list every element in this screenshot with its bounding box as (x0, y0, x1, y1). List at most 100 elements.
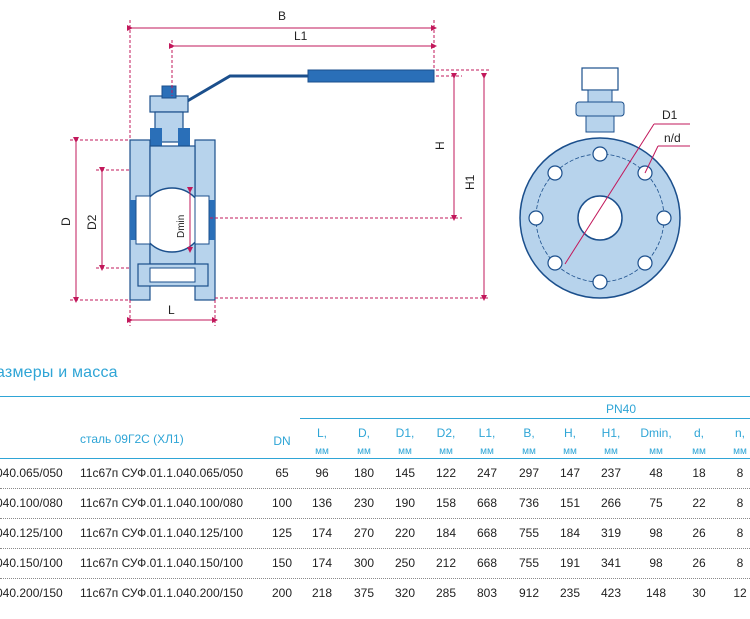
cell-h1: 266 (600, 496, 622, 510)
cell-d2: 212 (435, 556, 457, 570)
column-header-label: B, (523, 426, 535, 440)
column-header-label: H, (564, 426, 576, 440)
cell-l: 218 (311, 586, 333, 600)
column-header-label: d, (693, 426, 704, 440)
label-L: L (168, 303, 175, 317)
cell-l1: 247 (476, 466, 498, 480)
cell-b: 736 (518, 496, 540, 510)
column-header-d2: D2,мм (424, 426, 468, 457)
cell-d1: 320 (394, 586, 416, 600)
cell-d2: 285 (435, 586, 457, 600)
column-header-label: H1, (601, 426, 621, 440)
row-code: 040.200/150 (0, 586, 63, 600)
label-L1: L1 (294, 29, 308, 43)
column-header-label: DN (273, 434, 291, 448)
label-H: H (433, 141, 447, 150)
cell-d2: 122 (435, 466, 457, 480)
label-H1: H1 (463, 174, 477, 190)
column-header-unit: мм (522, 446, 536, 457)
table-top-rule (0, 396, 750, 397)
column-header-b: B, мм (507, 426, 551, 457)
cell-d: 30 (692, 586, 706, 600)
column-header-label: D1, (395, 426, 415, 440)
cell-h1: 319 (600, 526, 622, 540)
row-code: 040.065/050 (0, 466, 63, 480)
column-header-h1: H1, мм (589, 426, 633, 457)
row-model: 11с67п СУФ.01.1.040.200/150 (80, 586, 244, 600)
column-header-dn: DN (260, 434, 304, 448)
column-header-unit: мм (315, 446, 329, 457)
column-header-label: D, (358, 426, 370, 440)
cell-dmin: 148 (645, 586, 667, 600)
row-code: 040.150/100 (0, 556, 63, 570)
cell-d2: 184 (435, 526, 457, 540)
cell-l: 136 (311, 496, 333, 510)
label-D1: D1 (662, 108, 678, 122)
column-header-unit: мм (604, 446, 618, 457)
cell-d: 300 (353, 556, 375, 570)
pressure-label: PN40 (606, 402, 637, 416)
table-row: 040.200/150 11с67п СУФ.01.1.040.200/150 20… (0, 579, 750, 607)
column-header-unit: мм (357, 446, 371, 457)
material-label: сталь 09Г2С (ХЛ1) (80, 432, 184, 446)
column-header-d: d, мм (677, 426, 721, 457)
column-header-h: H, мм (548, 426, 592, 457)
row-separator (0, 518, 750, 519)
cell-n: 8 (736, 526, 744, 540)
cell-h: 147 (559, 466, 581, 480)
cell-n: 8 (736, 556, 744, 570)
row-separator (0, 578, 750, 579)
label-nd: n/d (664, 131, 681, 145)
label-D: D (59, 217, 73, 226)
column-header-label: L, (316, 426, 327, 440)
row-model: 11с67п СУФ.01.1.040.150/100 (80, 556, 244, 570)
row-model: 11с67п СУФ.01.1.040.100/080 (80, 496, 244, 510)
header-bottom-rule (0, 458, 750, 459)
cell-d: 270 (353, 526, 375, 540)
cell-dn: 100 (271, 496, 293, 510)
column-header-label: Dmin, (640, 426, 672, 440)
cell-d: 26 (692, 526, 706, 540)
cell-n: 12 (733, 586, 747, 600)
cell-dmin: 98 (649, 526, 663, 540)
cell-d1: 145 (394, 466, 416, 480)
cell-d: 375 (353, 586, 375, 600)
column-header-unit: мм (692, 446, 706, 457)
column-header-unit: мм (439, 446, 453, 457)
row-model: 11с67п СУФ.01.1.040.125/100 (80, 526, 244, 540)
column-header-d1: D1, мм (383, 426, 427, 457)
cell-l: 96 (315, 466, 329, 480)
column-header-label: n, (734, 426, 745, 440)
cell-d: 18 (692, 466, 706, 480)
side-dimensions (70, 20, 490, 326)
valve-side-view (129, 69, 435, 301)
column-header-unit: мм (733, 446, 747, 457)
row-separator (0, 488, 750, 489)
cell-b: 755 (518, 526, 540, 540)
column-header-label: L1, (478, 426, 496, 440)
cell-dn: 125 (271, 526, 293, 540)
column-header-dmin: Dmin, мм (634, 426, 678, 457)
column-header-unit: мм (480, 446, 494, 457)
section-title: азмеры и масса (0, 364, 118, 381)
row-model: 11с67п СУФ.01.1.040.065/050 (80, 466, 244, 480)
cell-h1: 237 (600, 466, 622, 480)
cell-h: 191 (559, 556, 581, 570)
column-header-unit: мм (563, 446, 577, 457)
cell-d: 26 (692, 556, 706, 570)
column-header-l1: L1, мм (465, 426, 509, 457)
cell-dmin: 98 (649, 556, 663, 570)
column-header-unit: мм (398, 446, 412, 457)
column-header-unit: мм (649, 446, 663, 457)
cell-l1: 803 (476, 586, 498, 600)
cell-b: 297 (518, 466, 540, 480)
cell-d: 22 (692, 496, 706, 510)
cell-h: 184 (559, 526, 581, 540)
label-Dmin: Dmin (176, 215, 187, 238)
cell-dn: 200 (271, 586, 293, 600)
cell-dmin: 48 (649, 466, 663, 480)
